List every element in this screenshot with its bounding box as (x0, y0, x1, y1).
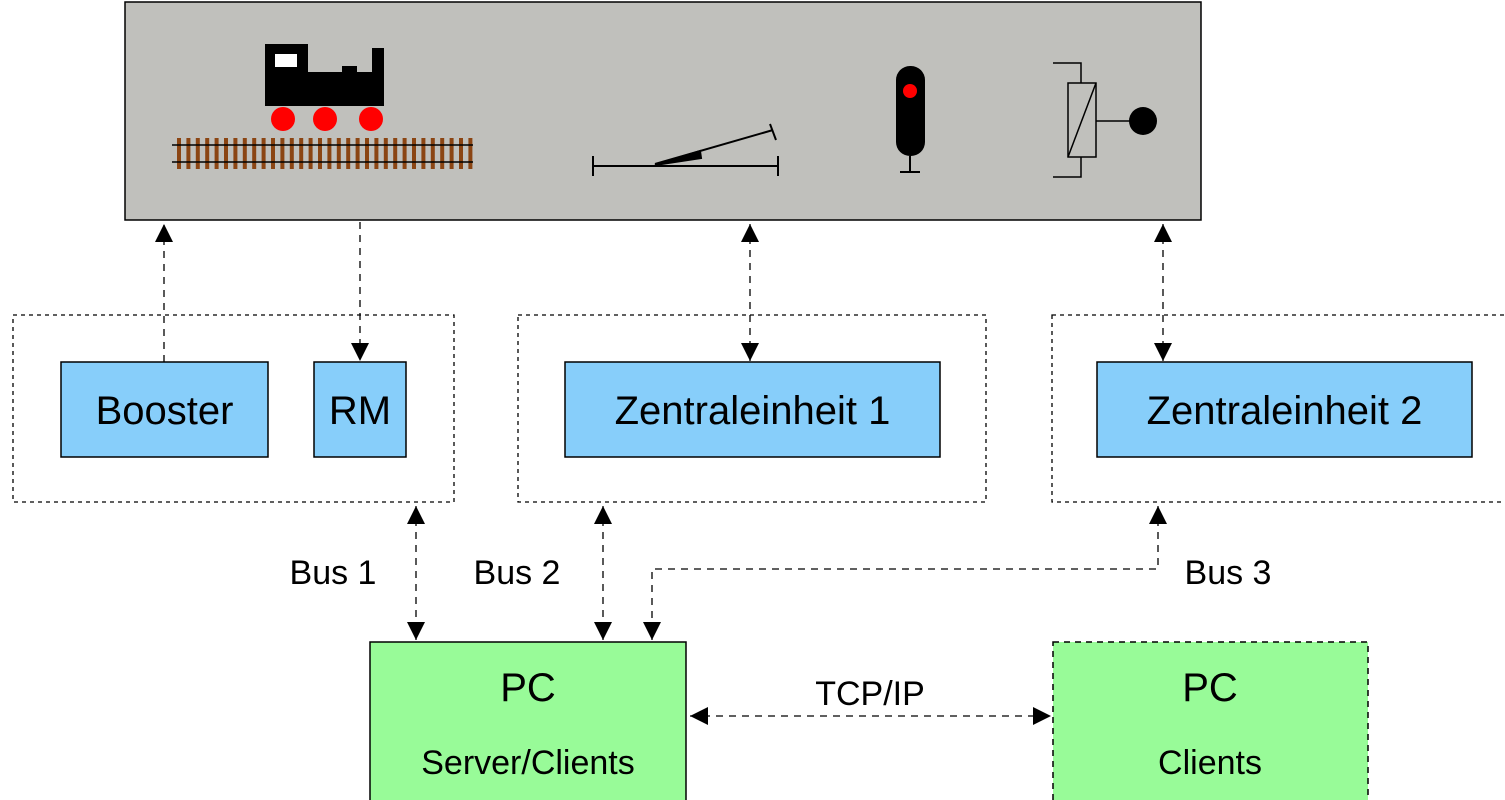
pc-clients-subtitle: Clients (1158, 744, 1262, 782)
zentraleinheit-1-module: Zentraleinheit 1 (564, 361, 941, 458)
booster-module: Booster (60, 361, 269, 458)
booster-label: Booster (96, 389, 234, 433)
zentraleinheit-2-module: Zentraleinheit 2 (1096, 361, 1473, 458)
zentraleinheit-1-label: Zentraleinheit 1 (615, 389, 891, 433)
zentraleinheit-2-label: Zentraleinheit 2 (1147, 389, 1423, 433)
relay-contact-icon (1053, 62, 1157, 178)
rm-module: RM (313, 361, 407, 458)
turnout-icon (592, 123, 779, 176)
pc-server-box: PC Server/Clients (369, 641, 687, 800)
signal-icon (896, 66, 925, 173)
rm-label: RM (329, 389, 391, 433)
group-zentraleinheit-2 (1051, 314, 1505, 503)
tcpip-label: TCP/IP (815, 675, 925, 713)
pc-clients-box: PC Clients (1052, 641, 1369, 800)
pc-server-title: PC (500, 666, 556, 710)
pc-server-subtitle: Server/Clients (421, 744, 635, 782)
bus-2-label: Bus 2 (474, 554, 561, 592)
bus-3-label: Bus 3 (1185, 554, 1272, 592)
bus-3-arrow (643, 506, 1167, 640)
bus-1-label: Bus 1 (290, 554, 377, 592)
locomotive-on-track-icon (172, 44, 473, 169)
group-booster-rm (12, 314, 455, 503)
layout-panel (124, 1, 1202, 221)
pc-clients-title: PC (1182, 666, 1238, 710)
